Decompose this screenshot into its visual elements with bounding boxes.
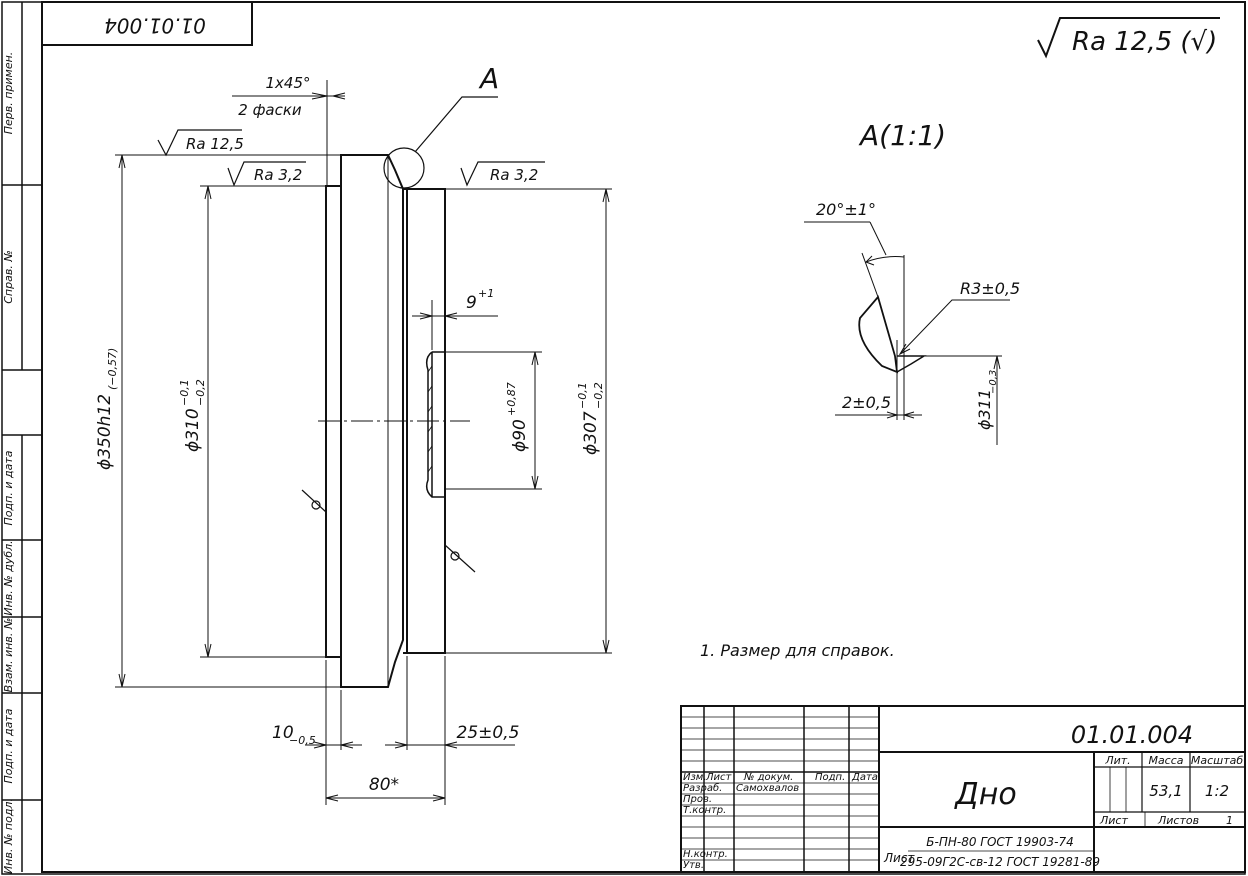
side-sign-date-2: Подп. и дата: [2, 708, 15, 783]
designation: 01.01.004: [1071, 721, 1193, 749]
detail-title: A(1:1): [858, 119, 946, 152]
roughness-icon-right: [460, 161, 545, 187]
col-date: Дата: [851, 772, 878, 783]
sheets-label: Листов: [1157, 814, 1199, 827]
side-strip: Перв. примен. Справ. № Подп. и дата Инв.…: [2, 2, 42, 874]
main-view: [318, 154, 470, 688]
d310-main: ϕ310: [183, 408, 203, 452]
razrab-name: Самохвалов: [736, 783, 799, 794]
sheet-label: Лист: [1099, 814, 1128, 827]
ten-main: 10: [272, 723, 294, 743]
d310-upper: −0,1: [178, 379, 191, 406]
row-prov: Пров.: [683, 794, 712, 805]
roughness-check-icon: [1037, 17, 1220, 59]
ra-outer: Ra 12,5: [186, 135, 244, 153]
d311-dim: ϕ311 −0,3: [975, 370, 999, 430]
ra-right: Ra 3,2: [490, 166, 538, 184]
d350-tol: (−0,57): [106, 348, 119, 390]
mass-value: 53,1: [1149, 782, 1182, 800]
roughness-icon-outer: [157, 129, 242, 157]
d350-main: ϕ350h12: [95, 394, 115, 470]
radius-dim: R3±0,5: [960, 279, 1020, 298]
lit-label: Лит.: [1104, 754, 1130, 767]
general-roughness-text: Ra 12,5 (√): [1072, 27, 1217, 57]
side-ref-no: Справ. №: [2, 250, 15, 304]
material-bottom: 295-09Г2С-св-12 ГОСТ 19281-89: [900, 855, 1100, 869]
weld-marks: [301, 489, 476, 573]
detail-callout: [383, 96, 498, 189]
inner-frame: [41, 1, 1246, 873]
part-name: Дно: [953, 777, 1016, 812]
top-stamp-code: 01.01.004: [104, 14, 206, 38]
d350-dim: ϕ350h12 (−0,57): [95, 348, 119, 470]
view-letter: A: [478, 62, 499, 95]
nine-main: 9: [466, 293, 477, 313]
col-docnum: № докум.: [743, 772, 793, 783]
side-orig-inv: Инв. № подл.: [2, 798, 15, 874]
row-tkontr: Т.контр.: [683, 805, 726, 816]
side-repl-inv: Взам. инв. №: [2, 618, 15, 693]
d90-main: ϕ90: [510, 419, 530, 452]
twentyfive-dim: 25±0,5: [457, 723, 520, 743]
top-stamp: 01.01.004: [41, 1, 253, 46]
title-block: [680, 705, 1246, 873]
d307-dim: ϕ307 −0,1 −0,2: [576, 382, 605, 455]
row-utv: Утв.: [683, 860, 704, 871]
col-sign: Подп.: [815, 772, 845, 783]
roughness-marks: [157, 129, 545, 187]
sheets-value: 1: [1226, 814, 1233, 827]
d307-main: ϕ307: [581, 411, 601, 455]
eighty-dim: 80*: [369, 775, 399, 795]
ra-left: Ra 3,2: [254, 166, 302, 184]
row-nkontr: Н.контр.: [683, 849, 728, 860]
dimension-lines: [115, 80, 612, 805]
material-top: Б-ПН-80 ГОСТ 19903-74: [926, 835, 1073, 849]
side-sign-date-1: Подп. и дата: [2, 450, 15, 525]
chamfer-dim: 1x45°: [265, 74, 310, 92]
ten-tol: −0,5: [289, 734, 316, 747]
col-izm: Изм.: [683, 772, 707, 783]
d90-dim: ϕ90 +0,87: [505, 382, 530, 452]
side-dup-inv: Инв. № дубл.: [2, 540, 15, 615]
d307-upper: −0,1: [576, 382, 589, 409]
material-prefix: Лист: [883, 851, 915, 865]
d311-tol: −0,3: [988, 370, 999, 394]
col-list: Лист: [705, 772, 733, 783]
scale-value: 1:2: [1205, 782, 1229, 800]
d307-lower: −0,2: [592, 382, 605, 409]
d311-main: ϕ311: [975, 389, 994, 430]
nine-tol: +1: [478, 287, 494, 300]
roughness-icon-left: [227, 161, 306, 187]
chamfer-count: 2 фаски: [238, 101, 302, 119]
scale-label: Масштаб: [1191, 754, 1243, 767]
side-first-use: Перв. примен.: [2, 52, 15, 135]
nine-dim: 9 +1: [466, 287, 494, 313]
note-1: 1. Размер для справок.: [700, 641, 895, 660]
angle-dim: 20°±1°: [816, 200, 876, 219]
d310-lower: −0,2: [194, 379, 207, 406]
two-dim: 2±0,5: [842, 393, 891, 412]
d90-tol: +0,87: [505, 382, 518, 416]
row-razrab: Разраб.: [683, 782, 722, 794]
ten-dim: 10 −0,5: [272, 723, 316, 747]
detail-view: [804, 221, 1010, 445]
mass-label: Масса: [1148, 754, 1183, 767]
d310-dim: ϕ310 −0,1 −0,2: [178, 379, 207, 452]
general-roughness: Ra 12,5 (√): [1037, 17, 1220, 59]
